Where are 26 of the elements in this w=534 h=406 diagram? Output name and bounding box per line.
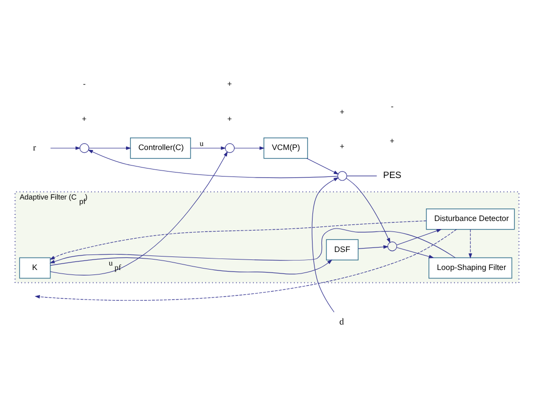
arrow: [50, 220, 427, 260]
arrow: [396, 246, 434, 258]
node-circle: [337, 170, 348, 180]
node-text: r: [32, 142, 36, 152]
arrow: [50, 146, 81, 150]
arrow: [346, 178, 390, 243]
arrow: [34, 228, 457, 300]
connector: [346, 175, 378, 176]
arrow: [396, 228, 442, 245]
arrow: [50, 228, 456, 263]
arrow: [306, 158, 339, 174]
arrow: [88, 149, 338, 178]
arrow: [88, 146, 132, 150]
node-circle: [80, 142, 90, 152]
edge-label: u: [200, 138, 204, 148]
arrow: [50, 150, 228, 275]
arrow: [50, 256, 332, 274]
arrow: [234, 146, 265, 150]
node-text: d: [339, 316, 344, 326]
arrow: [468, 228, 472, 258]
node-circle: [387, 241, 398, 251]
arrow: [312, 176, 339, 312]
arrow: [190, 146, 226, 150]
node-text: PES: [383, 170, 402, 180]
arrow: [358, 244, 389, 248]
node-circle: [224, 142, 235, 152]
